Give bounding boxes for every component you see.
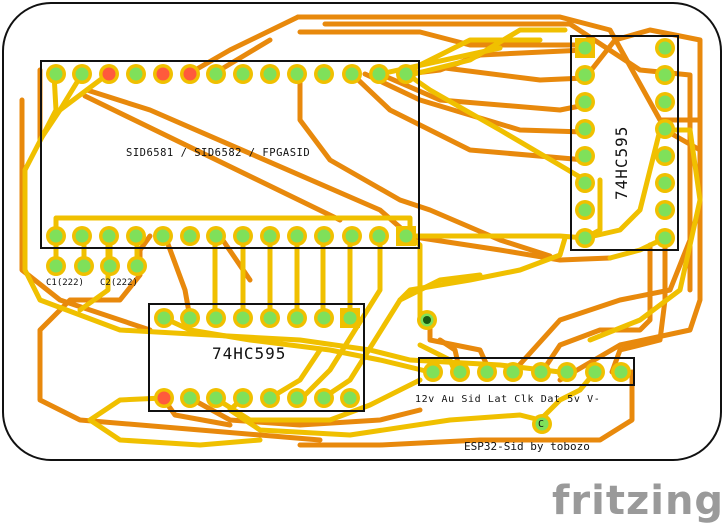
c-via-pad-center bbox=[535, 417, 549, 431]
shift-register-right-pin-left-center bbox=[578, 68, 592, 82]
sid-pin-bottom-center bbox=[102, 229, 116, 243]
header-pin-Dat-center bbox=[560, 365, 574, 379]
capacitor-c1-label: C1(222) bbox=[46, 278, 84, 288]
shift-register-left-pin-bottom-center bbox=[317, 391, 331, 405]
shift-register-right-pin-right-center bbox=[658, 149, 672, 163]
shift-register-left-label: 74HC595 bbox=[212, 344, 287, 363]
shift-register-right-pin-left-center bbox=[578, 176, 592, 190]
header-outline bbox=[418, 357, 635, 386]
sid-pin-bottom-center bbox=[399, 229, 413, 243]
credit-text: ESP32-Sid by tobozo bbox=[464, 440, 590, 453]
shift-register-left-outline bbox=[148, 303, 365, 412]
shift-register-right-pin-right-center bbox=[658, 231, 672, 245]
shift-register-right-pin-left-center bbox=[578, 231, 592, 245]
sid-pin-bottom-center bbox=[75, 229, 89, 243]
shift-register-left-pin-top-center bbox=[183, 311, 197, 325]
shift-register-left-pin-top-center bbox=[236, 311, 250, 325]
sid-pin-bottom-center bbox=[236, 229, 250, 243]
header-pin-Au-center bbox=[453, 365, 467, 379]
pads bbox=[46, 38, 675, 434]
shift-register-right-pin-left-center bbox=[578, 122, 592, 136]
sid-pin-top-center bbox=[129, 67, 143, 81]
shift-register-left-pin-bottom-center bbox=[209, 391, 223, 405]
shift-register-right-pin-left-center bbox=[578, 95, 592, 109]
c-marker: C bbox=[538, 419, 545, 430]
sid-pin-top-center bbox=[345, 67, 359, 81]
capacitor-pad-center bbox=[77, 259, 91, 273]
shift-register-left-pin-bottom-center bbox=[263, 391, 277, 405]
capacitor-pad-center bbox=[103, 259, 117, 273]
sid-pin-top-center bbox=[236, 67, 250, 81]
fritzing-logo: fritzing bbox=[552, 478, 725, 524]
sid-pin-top-center bbox=[102, 67, 116, 81]
shift-register-left-pin-bottom-center bbox=[236, 391, 250, 405]
sid-pin-top-center bbox=[290, 67, 304, 81]
sid-pin-bottom-center bbox=[345, 229, 359, 243]
via-hole bbox=[423, 316, 431, 324]
shift-register-left-pin-top-center bbox=[343, 311, 357, 325]
header-pin-12v-center bbox=[426, 365, 440, 379]
sid-pin-bottom-center bbox=[129, 229, 143, 243]
header-pin-Clk-center bbox=[534, 365, 548, 379]
sid-pin-top-center bbox=[156, 67, 170, 81]
sid-pin-bottom-center bbox=[290, 229, 304, 243]
shift-register-right-pin-right-center bbox=[658, 203, 672, 217]
board-outline bbox=[2, 2, 722, 461]
sid-pin-top-center bbox=[75, 67, 89, 81]
shift-register-left-pin-bottom-center bbox=[343, 391, 357, 405]
sid-pin-bottom-center bbox=[209, 229, 223, 243]
sid-pin-top-center bbox=[399, 67, 413, 81]
shift-register-right-pin-right-center bbox=[658, 176, 672, 190]
capacitor-pad-center bbox=[49, 259, 63, 273]
header-pin-Lat-center bbox=[506, 365, 520, 379]
sid-pin-top-center bbox=[183, 67, 197, 81]
shift-register-right-pin-right-center bbox=[658, 68, 672, 82]
shift-register-right-label: 74HC595 bbox=[612, 125, 631, 200]
sid-pin-bottom-center bbox=[49, 229, 63, 243]
shift-register-left-pin-top-center bbox=[209, 311, 223, 325]
sid-pin-top-center bbox=[263, 67, 277, 81]
shift-register-left-pin-bottom-center bbox=[183, 391, 197, 405]
sid-pin-top-center bbox=[372, 67, 386, 81]
sid-pin-bottom-center bbox=[263, 229, 277, 243]
header-pin-5v-center bbox=[588, 365, 602, 379]
shift-register-left-pin-top-center bbox=[263, 311, 277, 325]
chip-outlines bbox=[40, 35, 679, 412]
sid-pin-bottom-center bbox=[317, 229, 331, 243]
capacitor-pad-center bbox=[130, 259, 144, 273]
header-pin-Sid-center bbox=[480, 365, 494, 379]
shift-register-left-pin-bottom-center bbox=[290, 391, 304, 405]
shift-register-right-pin-right-center bbox=[658, 95, 672, 109]
shift-register-right-pin-right-center bbox=[658, 122, 672, 136]
sid-pin-top-center bbox=[317, 67, 331, 81]
shift-register-right-pin-left-center bbox=[578, 149, 592, 163]
shift-register-left-pin-top-center bbox=[317, 311, 331, 325]
header-pin-labels: 12v Au Sid Lat Clk Dat 5v V- bbox=[415, 394, 601, 405]
shift-register-right-pin-right-center bbox=[658, 41, 672, 55]
shift-register-right-pin-left-center bbox=[578, 41, 592, 55]
shift-register-right-outline bbox=[570, 35, 679, 251]
capacitor-c2-label: C2(222) bbox=[100, 278, 138, 288]
sid-pin-bottom-center bbox=[372, 229, 386, 243]
shift-register-left-pin-top-center bbox=[157, 311, 171, 325]
header-pin-V--center bbox=[614, 365, 628, 379]
shift-register-left-pin-bottom-center bbox=[157, 391, 171, 405]
shift-register-right-pin-left-center bbox=[578, 203, 592, 217]
sid-chip-outline bbox=[40, 60, 420, 249]
sid-pin-bottom-center bbox=[156, 229, 170, 243]
shift-register-left-pin-top-center bbox=[290, 311, 304, 325]
sid-pin-top-center bbox=[49, 67, 63, 81]
sid-chip-label: SID6581 / SID6582 / FPGASID bbox=[126, 147, 311, 159]
sid-pin-bottom-center bbox=[183, 229, 197, 243]
sid-pin-top-center bbox=[209, 67, 223, 81]
